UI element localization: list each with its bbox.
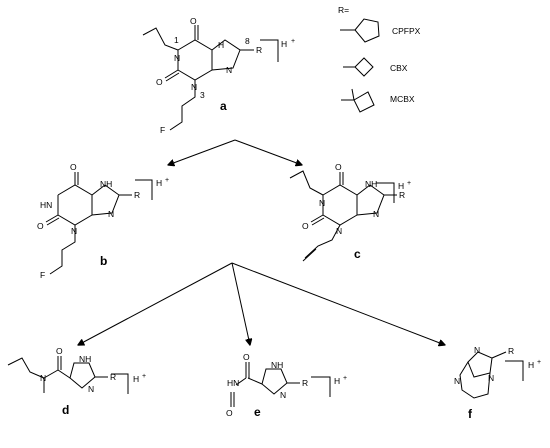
- a-position-8: 8: [245, 36, 250, 46]
- d-nh: NH: [79, 354, 91, 364]
- d-charge-bracket: [111, 373, 129, 394]
- a-position-3: 3: [200, 90, 205, 100]
- a-charge-plus: +: [291, 38, 295, 45]
- b-n3: N: [71, 226, 77, 236]
- c-r-group: R: [399, 190, 405, 200]
- e-charge-h: H: [334, 376, 340, 386]
- c-n9: N: [373, 209, 379, 219]
- compound-c-structure: [289, 170, 397, 262]
- e-charge-plus: +: [343, 375, 347, 382]
- a-position-1: 1: [174, 35, 179, 45]
- c-n3: N: [336, 226, 342, 236]
- c-oxygen-top: O: [335, 162, 342, 172]
- cyclobutyl-icon: [343, 57, 374, 77]
- c-oxygen-left: O: [302, 221, 309, 231]
- arrow-c-to-f: [231, 262, 445, 345]
- e-nh: HN: [227, 378, 239, 388]
- e-ring-n: N: [280, 390, 286, 400]
- a-n1: N: [174, 53, 180, 63]
- arrow-c-to-d: [78, 262, 233, 345]
- r-legend-mcbx: MCBX: [390, 94, 415, 104]
- e-oxygen-bottom: O: [226, 408, 233, 418]
- compound-b-label: b: [100, 254, 107, 268]
- r-legend-cpfpx: CPFPX: [392, 26, 421, 36]
- d-oxygen: O: [56, 346, 63, 356]
- c-n1: N: [319, 198, 325, 208]
- e-r-group: R: [302, 378, 308, 388]
- f-n-left: N: [454, 376, 460, 386]
- f-r-group: R: [508, 346, 514, 356]
- d-charge-h: H: [133, 374, 139, 384]
- c-charge-bracket: [376, 182, 395, 203]
- b-oxygen-left: O: [37, 221, 44, 231]
- d-r-group: R: [110, 372, 116, 382]
- b-n9: N: [108, 209, 114, 219]
- compound-d-structure: [7, 356, 108, 393]
- c-n7h: NH: [365, 179, 377, 189]
- compound-a-label: a: [220, 99, 227, 113]
- f-charge-h: H: [528, 360, 534, 370]
- b-fluorine: F: [40, 270, 45, 280]
- f-charge-bracket: [505, 360, 524, 381]
- b-n1h: HN: [40, 200, 52, 210]
- d-n: N: [88, 384, 94, 394]
- a-oxygen-top: O: [190, 16, 197, 26]
- arrow-c-to-e: [231, 262, 250, 345]
- r-legend-cbx: CBX: [390, 63, 408, 73]
- r-legend-header: R=: [338, 5, 349, 15]
- arrow-a-to-b: [168, 139, 236, 165]
- b-charge-h: H: [156, 178, 162, 188]
- f-n-top: N: [474, 345, 480, 355]
- b-r-group: R: [134, 190, 140, 200]
- e-oxygen-top: O: [243, 352, 250, 362]
- e-charge-bracket: [311, 376, 331, 397]
- c-charge-h: H: [398, 181, 404, 191]
- compound-a-structure: [142, 25, 254, 131]
- cyclopentyl-icon: [340, 18, 380, 43]
- f-n-bridge: N: [488, 373, 494, 383]
- compound-f-label: f: [468, 407, 473, 421]
- methylcyclobutyl-icon: [341, 88, 375, 113]
- a-r-group: R: [256, 45, 262, 55]
- f-charge-plus: +: [537, 359, 541, 366]
- arrow-a-to-c: [234, 139, 302, 165]
- compound-c-label: c: [354, 247, 361, 261]
- a-n7h: H: [218, 40, 224, 50]
- a-oxygen-left: O: [156, 77, 163, 87]
- compound-e-structure: [230, 362, 300, 407]
- d-nitrogen-amide: N: [40, 373, 46, 383]
- a-fluorine: F: [160, 125, 165, 135]
- d-charge-plus: +: [142, 373, 146, 380]
- b-n7h: NH: [100, 179, 112, 189]
- c-charge-plus: +: [407, 180, 411, 187]
- a-n9: N: [226, 65, 232, 75]
- a-charge-h: H: [281, 39, 287, 49]
- b-oxygen-top: O: [70, 162, 77, 172]
- a-n3: N: [191, 82, 197, 92]
- a-charge-bracket: [260, 39, 279, 62]
- b-charge-bracket: [135, 179, 153, 200]
- b-charge-plus: +: [165, 177, 169, 184]
- compound-d-label: d: [62, 403, 69, 417]
- compound-e-label: e: [254, 405, 261, 419]
- compound-b-structure: [45, 172, 132, 275]
- compound-f-structure: [459, 351, 507, 399]
- e-ring-nh: NH: [271, 360, 283, 370]
